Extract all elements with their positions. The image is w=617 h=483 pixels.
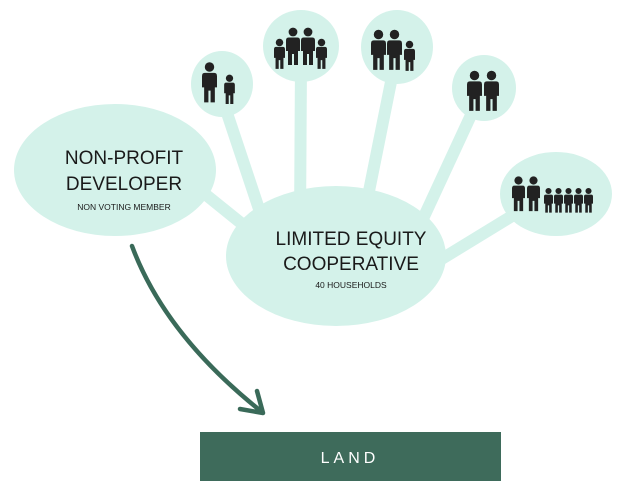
cooperative-bubble — [226, 186, 446, 326]
land-block: LAND — [200, 432, 501, 481]
household-bubble-1 — [191, 51, 253, 117]
stem-household-4 — [409, 94, 484, 242]
cooperative-title-line1: LIMITED EQUITY — [276, 229, 427, 250]
developer-title-line2: DEVELOPER — [66, 174, 182, 195]
developer-to-land-arrow — [129, 243, 266, 416]
household-bubble-5 — [500, 152, 612, 236]
cooperative-subtitle: 40 HOUSEHOLDS — [315, 280, 387, 290]
land-label: LAND — [321, 450, 380, 467]
cooperative-title-line2: COOPERATIVE — [283, 254, 419, 275]
developer-subtitle: NON VOTING MEMBER — [77, 202, 171, 212]
developer-bubble — [14, 104, 216, 236]
developer-title-line1: NON-PROFIT — [65, 148, 184, 169]
